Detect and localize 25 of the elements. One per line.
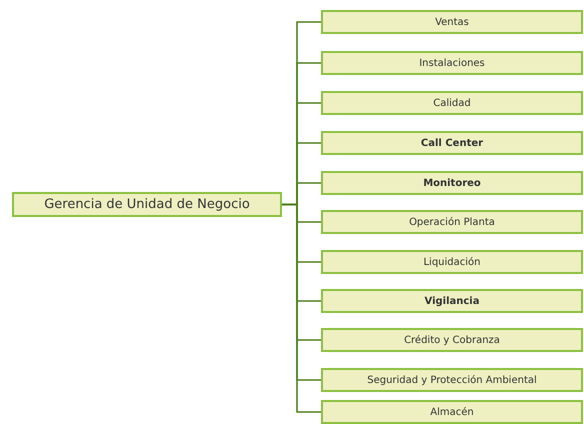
box-label: Calidad: [433, 98, 471, 108]
department-box: [321, 91, 583, 115]
box-label: Liquidación: [423, 256, 481, 268]
department-box: [321, 210, 583, 234]
box-label: Operación Planta: [409, 216, 495, 228]
box-label: Monitoreo: [423, 178, 481, 188]
box-label: Crédito y Cobranza: [404, 334, 500, 346]
box-label: Gerencia de Unidad de Negocio: [44, 197, 250, 212]
root-box: [12, 192, 282, 217]
department-box: [321, 289, 583, 313]
box-label: Ventas: [435, 16, 469, 28]
department-box: [321, 171, 583, 195]
department-box: [321, 250, 583, 274]
box-label: Call Center: [420, 138, 484, 148]
department-box: [321, 131, 583, 155]
department-box: [321, 368, 583, 392]
box-label: Vigilancia: [424, 296, 480, 306]
department-box: [321, 51, 583, 75]
department-box: [321, 328, 583, 352]
box-label: Seguridad y Protección Ambiental: [367, 374, 537, 386]
box-label: Almacén: [430, 406, 474, 418]
connector-line: [282, 204, 321, 413]
department-box: [321, 400, 583, 424]
department-box: [321, 10, 583, 34]
box-label: Instalaciones: [419, 58, 485, 68]
